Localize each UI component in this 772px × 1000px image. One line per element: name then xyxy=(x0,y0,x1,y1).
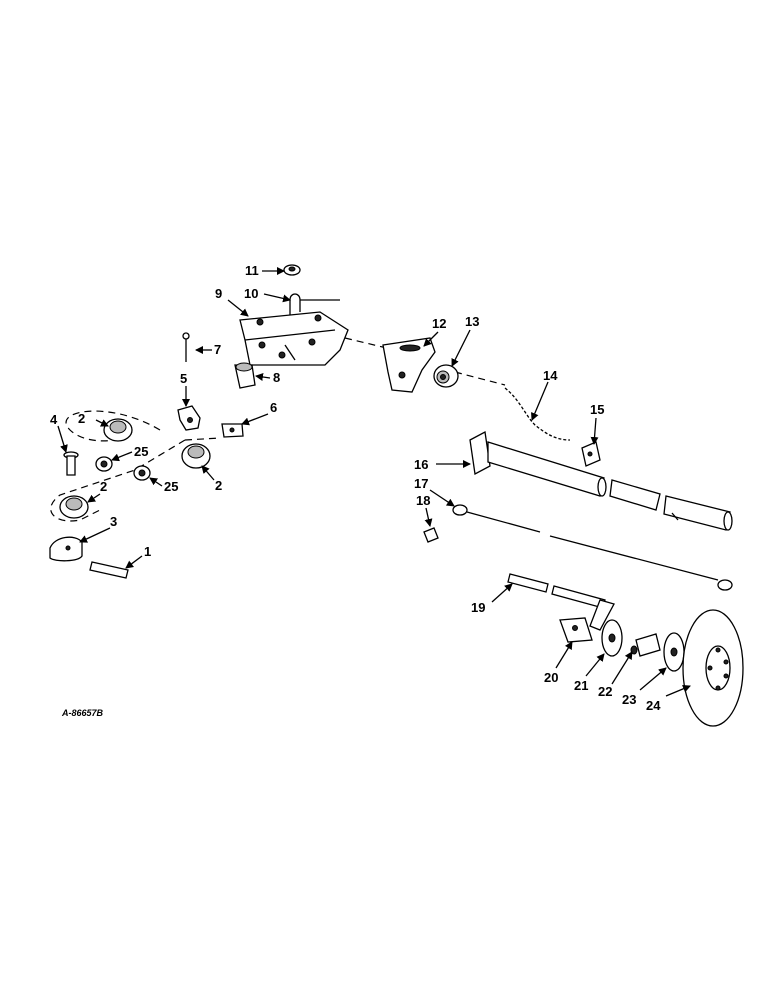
leader-12 xyxy=(423,331,439,347)
part-14-chain xyxy=(504,387,571,441)
part-25-bushing-lower xyxy=(133,465,151,481)
assembly-line-chain-dashed xyxy=(454,371,506,386)
leader-15 xyxy=(590,417,599,445)
part-11-nut xyxy=(283,264,301,276)
part-16-main-tube xyxy=(469,430,733,531)
callout-4: 4 xyxy=(50,412,58,427)
part-4-pin xyxy=(63,451,79,476)
leader-25b xyxy=(149,477,163,487)
callout-11: 11 xyxy=(245,263,259,278)
part-1-shaft xyxy=(89,561,129,579)
part-24-disc xyxy=(682,609,744,727)
leader-24 xyxy=(665,685,691,697)
callout-22: 22 xyxy=(598,684,612,699)
callout-1: 1 xyxy=(144,544,151,559)
part-17-rod xyxy=(452,504,733,591)
part-7-bolt xyxy=(182,332,190,362)
part-2-bearing-upper xyxy=(103,418,133,442)
part-25-bushing-upper xyxy=(95,456,113,472)
callout-7: 7 xyxy=(214,342,221,357)
callout-16: 16 xyxy=(414,457,428,472)
leader-21 xyxy=(585,653,605,677)
leader-13 xyxy=(451,329,471,367)
assembly-line-mid-dashed xyxy=(184,437,221,441)
callout-9: 9 xyxy=(215,286,222,301)
leader-6 xyxy=(241,413,269,426)
assembly-line-lower-group-dashed xyxy=(50,439,186,522)
callout-17: 17 xyxy=(414,476,428,491)
leader-2c xyxy=(87,493,101,503)
part-5-bracket xyxy=(177,405,201,431)
callout-19: 19 xyxy=(471,600,485,615)
leader-20 xyxy=(555,641,573,669)
leader-19 xyxy=(491,583,513,603)
callout-8: 8 xyxy=(273,370,280,385)
part-18-pin xyxy=(423,527,439,543)
part-23-flange xyxy=(663,632,685,672)
callout-15: 15 xyxy=(590,402,604,417)
callout-25-upper: 25 xyxy=(134,444,148,459)
callout-23: 23 xyxy=(622,692,636,707)
part-2-bearing-lower xyxy=(59,495,89,519)
leader-2b xyxy=(201,465,215,481)
callout-18: 18 xyxy=(416,493,430,508)
leader-17 xyxy=(429,489,455,507)
part-12-bracket xyxy=(382,337,436,393)
callout-2-lower: 2 xyxy=(100,479,107,494)
part-8-clip xyxy=(234,362,256,389)
leader-23 xyxy=(639,667,667,691)
callout-24: 24 xyxy=(646,698,661,713)
leader-10 xyxy=(263,293,291,303)
callout-20: 20 xyxy=(544,670,558,685)
callout-14: 14 xyxy=(543,368,558,383)
part-6-plate xyxy=(221,423,244,438)
callout-12: 12 xyxy=(432,316,446,331)
callout-25-lower: 25 xyxy=(164,479,178,494)
callout-13: 13 xyxy=(465,314,479,329)
drawing-code: A-86657B xyxy=(61,708,104,718)
callout-3: 3 xyxy=(110,514,117,529)
leader-14 xyxy=(531,381,549,421)
part-22-spacer xyxy=(630,633,661,657)
part-19-crank xyxy=(507,573,615,631)
part-20-coupling xyxy=(559,617,593,643)
callout-2-upper: 2 xyxy=(78,411,85,426)
leader-2a xyxy=(95,419,109,427)
part-21-flange xyxy=(601,619,623,657)
callout-10: 10 xyxy=(244,286,258,301)
leader-8 xyxy=(255,373,271,381)
leader-25a xyxy=(111,451,133,462)
callout-21: 21 xyxy=(574,678,588,693)
leader-4 xyxy=(57,425,68,453)
part-9-mounting-plate xyxy=(239,311,349,366)
part-3-clamp xyxy=(49,536,83,562)
leader-3 xyxy=(79,527,111,543)
leader-1 xyxy=(125,555,143,569)
part-13-pulley xyxy=(433,364,459,388)
leader-22 xyxy=(611,651,633,685)
part-2-bearing-right xyxy=(181,443,211,469)
leader-9 xyxy=(227,299,249,317)
part-15-bracket xyxy=(581,441,601,467)
callout-2-right: 2 xyxy=(215,478,222,493)
callout-5: 5 xyxy=(180,371,187,386)
leader-18 xyxy=(424,507,433,527)
callout-6: 6 xyxy=(270,400,277,415)
